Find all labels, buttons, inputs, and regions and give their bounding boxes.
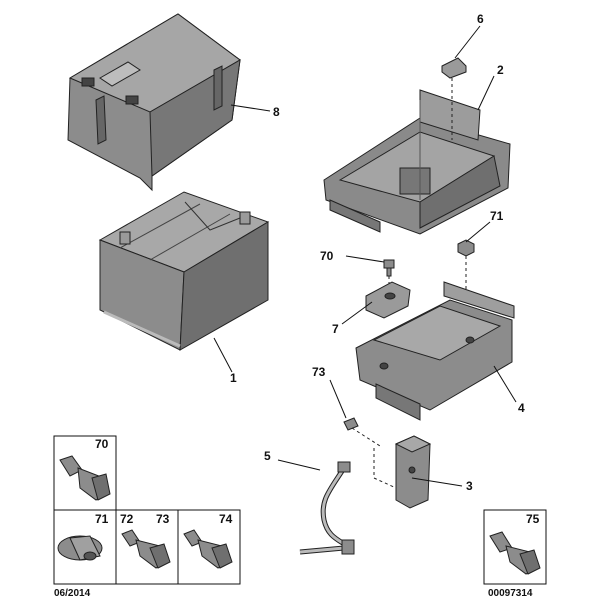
callouts: 8 2 6 1 3 4 5 7 70 71 73 xyxy=(230,12,525,493)
clamp-bracket xyxy=(365,281,411,319)
tray-clip xyxy=(441,57,467,140)
box-label-70: 70 xyxy=(95,437,109,451)
callout-6: 6 xyxy=(477,12,484,26)
box-label-72: 72 xyxy=(120,512,134,526)
fastener-box-71: 71 xyxy=(53,509,117,585)
box-label-71: 71 xyxy=(95,512,109,526)
screw-73-part xyxy=(343,417,381,447)
leader-lines xyxy=(213,25,517,487)
callout-73: 73 xyxy=(312,365,326,379)
callout-3: 3 xyxy=(466,479,473,493)
battery-tray xyxy=(323,89,511,235)
callout-8: 8 xyxy=(273,105,280,119)
callout-2: 2 xyxy=(497,63,504,77)
fastener-box-72-73: 72 73 xyxy=(115,509,179,585)
footer-ref: 00097314 xyxy=(488,588,533,599)
fastener-box-70: 70 xyxy=(53,435,117,511)
footer-date: 06/2014 xyxy=(54,588,91,599)
callout-71: 71 xyxy=(490,209,504,223)
callout-4: 4 xyxy=(518,401,525,415)
cable-bracket xyxy=(373,435,432,509)
battery xyxy=(98,191,270,351)
callout-5: 5 xyxy=(264,449,271,463)
battery-cover xyxy=(67,13,241,192)
box-label-74: 74 xyxy=(219,512,233,526)
box-label-73: 73 xyxy=(156,512,170,526)
fastener-box-74: 74 xyxy=(177,509,241,585)
box-label-75: 75 xyxy=(526,512,540,526)
callout-7: 7 xyxy=(332,322,339,336)
callout-70: 70 xyxy=(320,249,334,263)
fastener-box-75: 75 xyxy=(483,509,547,585)
support-plate xyxy=(355,281,515,421)
ground-cable xyxy=(299,461,355,555)
callout-1: 1 xyxy=(230,371,237,385)
